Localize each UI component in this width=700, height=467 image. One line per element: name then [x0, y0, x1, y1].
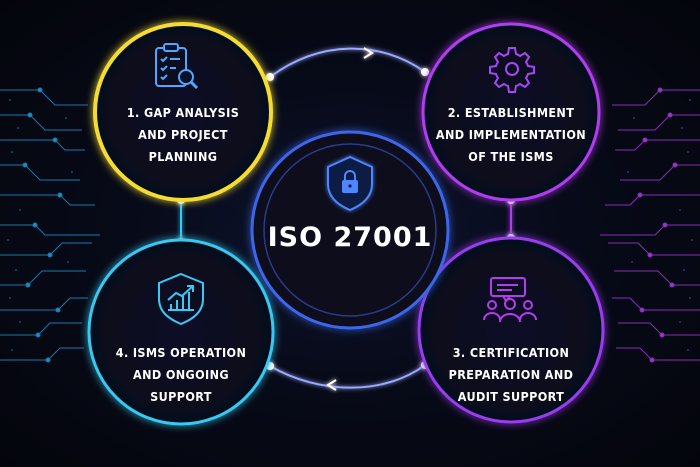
step-4-line-2: AND ONGOING — [133, 367, 229, 382]
connector-3-to-4 — [266, 361, 429, 391]
step-1-label: 1. GAP ANALYSIS AND PROJECT PLANNING — [111, 102, 255, 168]
circuit-traces-right — [600, 87, 700, 363]
step-1-line-3: PLANNING — [148, 149, 218, 164]
step-4-label: 4. ISMS OPERATION AND ONGOING SUPPORT — [105, 342, 258, 408]
step-1-ring — [93, 22, 273, 202]
center-ring — [250, 130, 450, 330]
dot-grid-left — [7, 99, 73, 351]
center-title: ISO 27001 — [267, 222, 433, 253]
audience-chat-icon — [483, 277, 537, 323]
step-2-line-3: OF THE ISMS — [468, 149, 554, 164]
circuit-traces-left — [0, 87, 100, 363]
step-3-ring — [417, 236, 605, 424]
step-1-line-2: AND PROJECT — [138, 127, 228, 142]
connector-1-to-2 — [266, 47, 429, 81]
step-4-ring — [87, 238, 275, 426]
connector-2-to-3 — [507, 196, 515, 242]
step-3-line-1: 3. CERTIFICATION — [452, 345, 570, 360]
step-3-line-2: PREPARATION AND — [448, 367, 574, 382]
step-2-line-1: 2. ESTABLISHMENT — [447, 105, 575, 120]
step-4-line-1: 4. ISMS OPERATION — [115, 345, 247, 360]
padlock-shield-icon — [327, 155, 373, 212]
gear-icon — [489, 47, 535, 93]
step-1-line-1: 1. GAP ANALYSIS — [126, 105, 240, 120]
dot-grid-right — [627, 99, 693, 351]
growth-chart-shield-icon — [158, 272, 204, 326]
step-3-line-3: AUDIT SUPPORT — [457, 389, 565, 404]
clipboard-search-icon — [155, 43, 199, 90]
step-2-ring — [421, 22, 601, 202]
step-2-line-2: AND IMPLEMENTATION — [435, 127, 587, 142]
step-2-label: 2. ESTABLISHMENT AND IMPLEMENTATION OF T… — [430, 102, 592, 168]
step-3-label: 3. CERTIFICATION PREPARATION AND AUDIT S… — [435, 342, 588, 408]
step-4-line-3: SUPPORT — [150, 389, 212, 404]
